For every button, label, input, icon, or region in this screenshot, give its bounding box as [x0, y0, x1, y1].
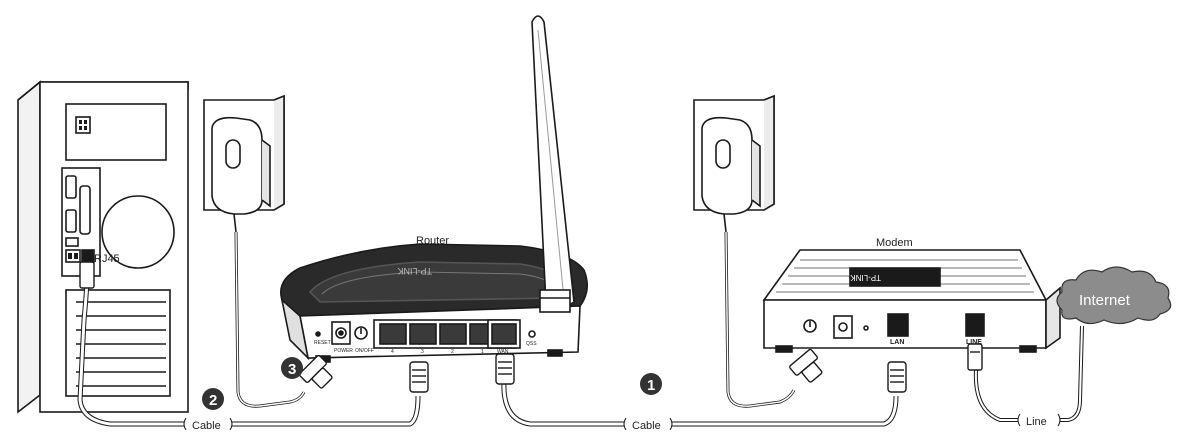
router-antenna: [531, 15, 575, 313]
router-onoff-label: ON/OFF: [355, 348, 374, 354]
router-label: Router: [416, 235, 449, 247]
cable-right-text: Cable: [632, 420, 661, 432]
step-3-number: 3: [288, 361, 296, 378]
router-lan2-label: 2: [451, 349, 454, 355]
modem-brand: TP-LINK: [850, 273, 881, 282]
internet-cloud: [1056, 266, 1172, 325]
modem-line-label: LINE: [966, 339, 982, 346]
line-text: Line: [1026, 416, 1047, 428]
step-1-number: 1: [647, 377, 655, 394]
modem-lan-label: LAN: [890, 339, 904, 346]
router-power-label: POWER: [334, 348, 353, 354]
step-badge-1: 1: [640, 373, 662, 395]
cables: [77, 231, 1084, 427]
modem: [762, 249, 1061, 353]
router-reset-label: RESET: [314, 340, 331, 346]
cable-label-right: Cable: [623, 416, 673, 432]
router: [280, 243, 588, 363]
router-qss-label: QSS: [526, 341, 537, 347]
step-badge-3: 3: [281, 357, 303, 379]
modem-power-adapter: [693, 94, 775, 233]
router-lan4-label: 4: [391, 349, 394, 355]
connectors: [79, 261, 983, 393]
internet-label: Internet: [1079, 292, 1131, 309]
step-2-number: 2: [209, 392, 217, 409]
router-brand: TP-LINK: [397, 266, 432, 276]
modem-label: Modem: [876, 237, 913, 249]
rj45-label: RJ45: [94, 253, 120, 265]
router-wan-label: WAN: [497, 349, 509, 355]
router-power-adapter: [203, 94, 285, 233]
pc-tower: [17, 80, 189, 414]
step-badge-2: 2: [202, 388, 224, 410]
router-lan3-label: 3: [421, 349, 424, 355]
router-lan1-label: 1: [481, 349, 484, 355]
cable-left-text: Cable: [192, 420, 221, 432]
line-label: Line: [1017, 412, 1061, 428]
cable-label-left: Cable: [183, 416, 233, 432]
